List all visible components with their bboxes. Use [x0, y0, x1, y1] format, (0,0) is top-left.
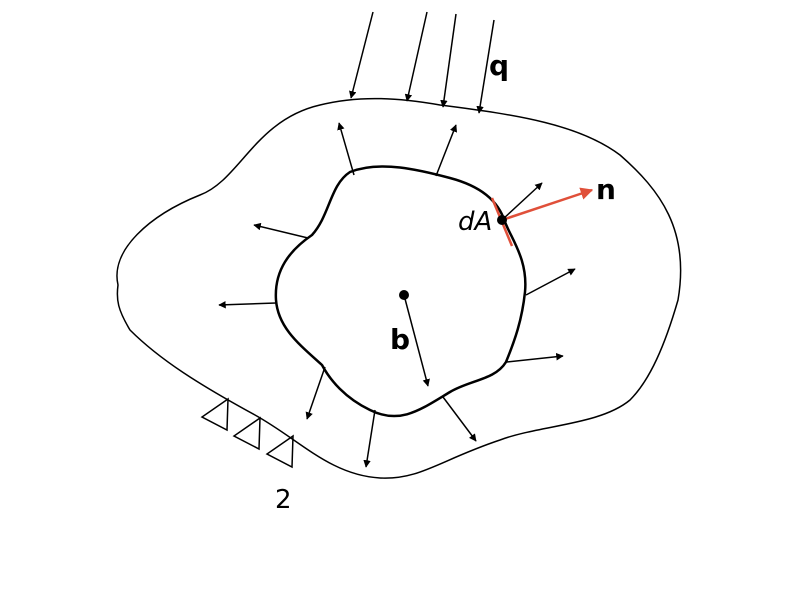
load-label-q: q — [489, 49, 509, 82]
normal-label-n: n — [596, 173, 616, 206]
inner-body-boundary — [274, 165, 527, 418]
support-region-label: 2 — [275, 485, 292, 515]
area-element-label: dA — [458, 207, 492, 237]
support-symbols — [200, 397, 294, 469]
traction-arrows — [218, 122, 576, 468]
outer-body-boundary — [116, 97, 682, 479]
body-force-arrow — [403, 294, 430, 387]
area-element-point — [497, 215, 507, 225]
surface-load-arrows — [349, 11, 495, 114]
normal-vector-arrow — [501, 187, 594, 222]
body-force-label-b: b — [390, 323, 410, 356]
